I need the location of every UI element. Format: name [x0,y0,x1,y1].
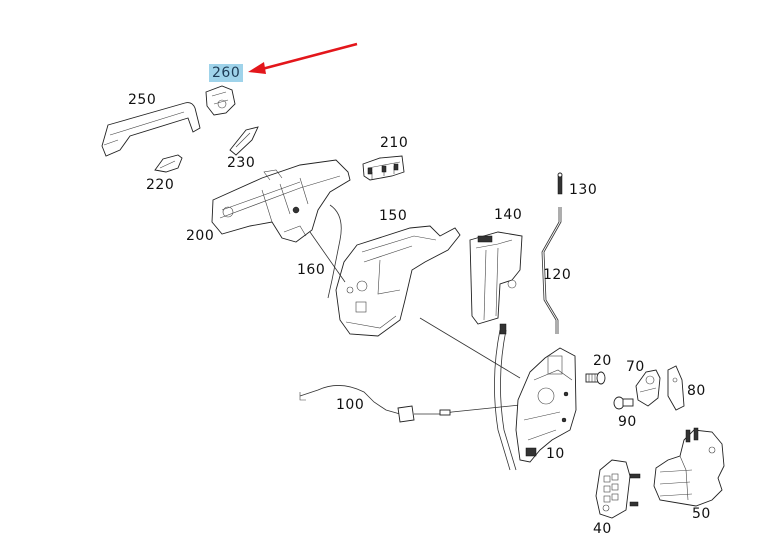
callout-200[interactable]: 200 [186,228,215,244]
callout-260-highlighted[interactable]: 260 [209,64,244,82]
part-260-handle-cap[interactable] [205,85,236,116]
callout-50[interactable]: 50 [692,506,711,522]
part-40-connector[interactable] [595,459,641,519]
part-20-screw[interactable] [585,371,606,385]
part-160-bowden-cable[interactable] [494,323,517,471]
callout-130[interactable]: 130 [569,182,598,198]
part-50-lock-housing[interactable] [653,427,725,507]
part-90-screw[interactable] [613,396,634,410]
part-200-handle-carrier[interactable] [211,159,351,299]
callout-40[interactable]: 40 [593,521,612,537]
part-10-door-lock[interactable] [515,347,577,463]
part-140-module[interactable] [469,231,523,325]
callout-100[interactable]: 100 [336,397,365,413]
callout-20[interactable]: 20 [593,353,612,369]
callout-220[interactable]: 220 [146,177,175,193]
callout-90[interactable]: 90 [618,414,637,430]
highlight-arrow [248,42,358,74]
callout-10[interactable]: 10 [546,446,565,462]
callout-140[interactable]: 140 [494,207,523,223]
callout-150[interactable]: 150 [379,208,408,224]
part-230-gasket[interactable] [229,126,259,156]
callout-210[interactable]: 210 [380,135,409,151]
callout-230[interactable]: 230 [227,155,256,171]
part-70-striker[interactable] [635,369,661,407]
callout-250[interactable]: 250 [128,92,157,108]
part-80-plate[interactable] [667,365,685,411]
callout-120[interactable]: 120 [543,267,572,283]
part-210-bracket[interactable] [362,155,405,181]
callout-80[interactable]: 80 [687,383,706,399]
part-130-pin[interactable] [557,172,563,195]
part-120-rod[interactable] [541,207,562,334]
part-250-door-handle[interactable] [101,102,201,157]
part-220-cover[interactable] [154,154,183,173]
callout-70[interactable]: 70 [626,359,645,375]
part-150-inner-panel[interactable] [335,225,461,337]
part-100-cable[interactable] [299,385,521,423]
callout-160[interactable]: 160 [297,262,326,278]
